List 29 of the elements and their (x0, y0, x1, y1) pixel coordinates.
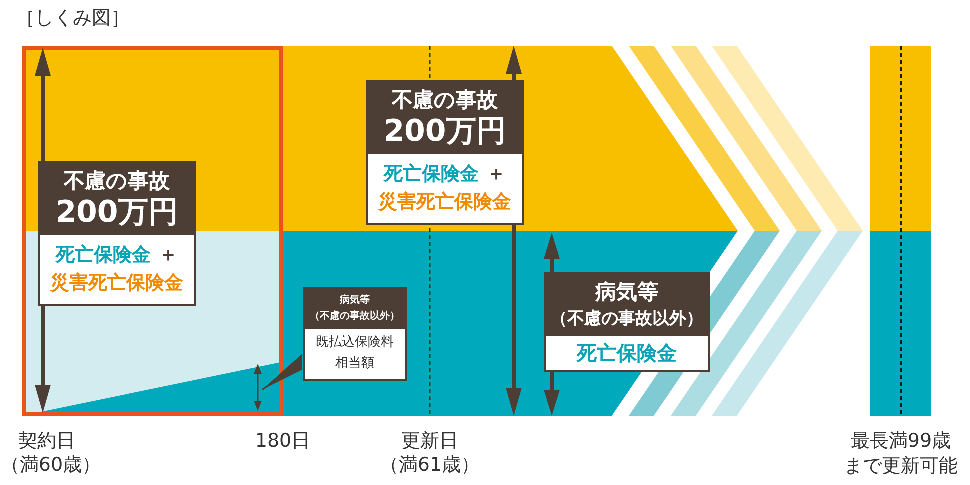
benefit-label: 死亡保険金 (56, 242, 151, 268)
benefit-label: 死亡保険金 (384, 162, 479, 187)
plus-sign: ＋ (159, 242, 178, 268)
amount-label: 200万円 (56, 196, 178, 231)
timeline-label: 最長満99歳まで更新可能 (843, 429, 959, 478)
timeline-label: 更新日 (402, 429, 458, 454)
timeline-label: （満61歳） (380, 453, 480, 478)
diagram-title: ［しくみ図］ (16, 6, 130, 31)
callout-pointer (262, 354, 303, 390)
premium-label: 既払込保険料相当額 (315, 334, 395, 373)
cause-label: 不慮の事故 (392, 87, 498, 114)
cause-label: 不慮の事故 (64, 168, 170, 195)
timeline-label: （満60歳） (0, 453, 102, 478)
timeline-label: 契約日 (18, 429, 76, 454)
dimension-arrow (254, 364, 262, 411)
benefit-label: 災害死亡保険金 (377, 190, 512, 216)
cause-label: （不慮の事故以外） (310, 310, 400, 324)
amount-label: 200万円 (384, 115, 506, 150)
benefit-label: 災害死亡保険金 (49, 271, 184, 296)
benefit-box (544, 272, 710, 372)
benefit-box (366, 80, 524, 225)
callout-box (303, 287, 407, 381)
cause-label: 病気等 (340, 294, 370, 308)
benefit-label: 死亡保険金 (577, 340, 677, 368)
cause-label: （不慮の事故以外） (550, 308, 704, 332)
timeline-label: 180日 (255, 429, 311, 454)
cause-label: 病気等 (596, 279, 658, 306)
benefit-box (38, 161, 196, 306)
plus-sign: ＋ (487, 162, 506, 187)
